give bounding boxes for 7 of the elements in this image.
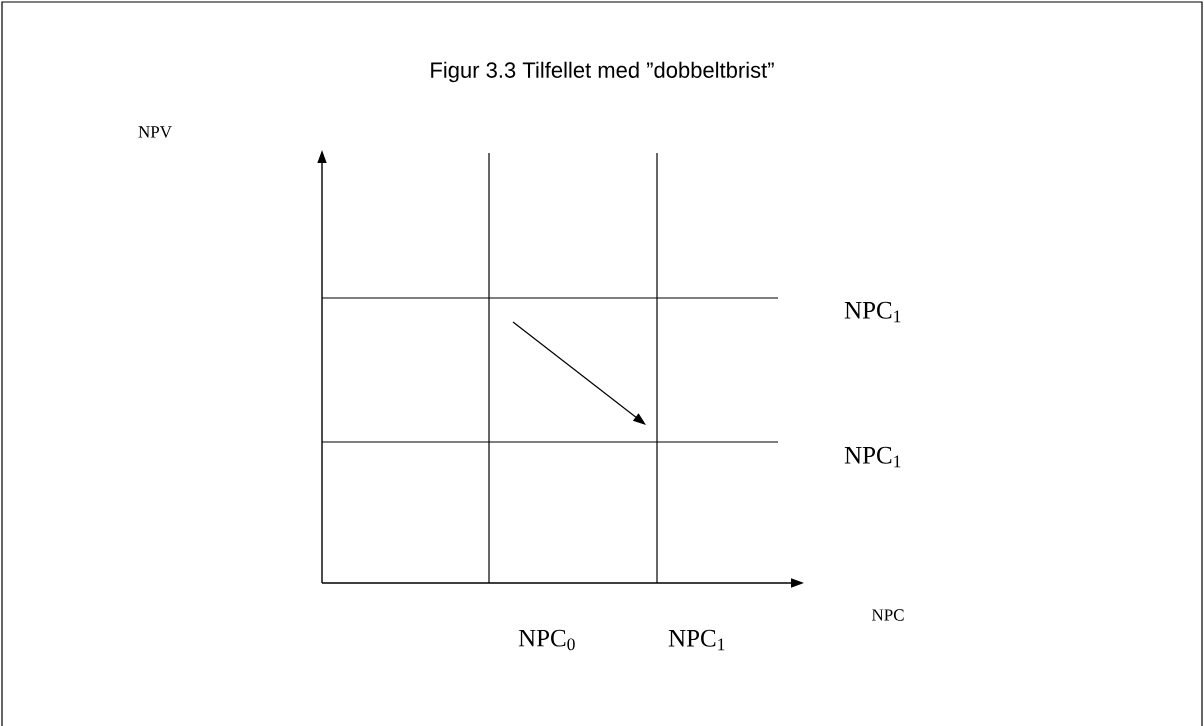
title: Figur 3.3 Tilfellet med ”dobbeltbrist”	[431, 61, 774, 83]
axis-label: NPC	[871, 609, 904, 621]
tick-label: NPC$_{0}$	[518, 629, 575, 651]
line-label: NPC$_{1}$	[844, 301, 901, 323]
line-label: NPC$_{1}$	[844, 446, 901, 468]
axis-label: NPV	[138, 126, 172, 138]
tick-label: NPC$_{1}$	[668, 629, 725, 651]
